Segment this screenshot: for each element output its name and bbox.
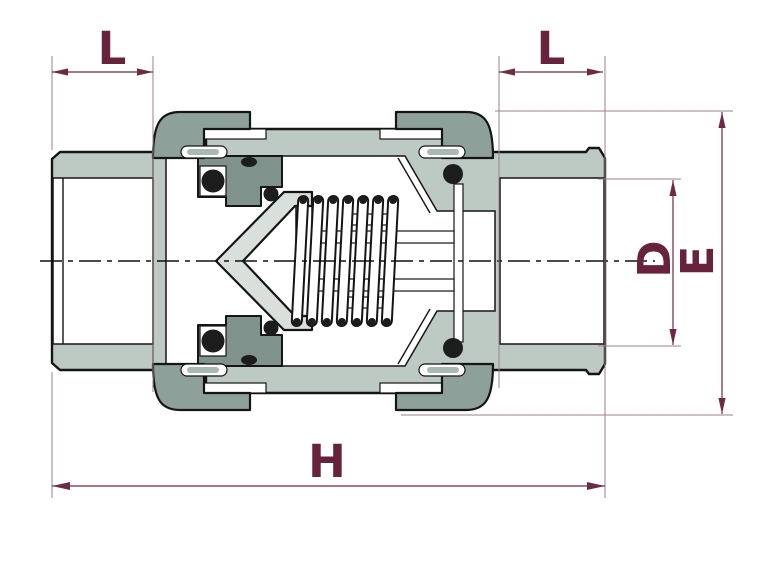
- arrow-icon: [137, 68, 153, 76]
- arrow-icon: [669, 329, 677, 345]
- o-ring: [241, 157, 257, 167]
- dim-label-h: H: [308, 435, 346, 488]
- o-ring: [443, 164, 463, 184]
- dimensions: L L D E H: [51, 22, 733, 498]
- arrow-icon: [669, 180, 677, 196]
- guide-end-plate: [453, 183, 464, 343]
- left-union-nut: [151, 110, 252, 160]
- spring-coil-end: [374, 196, 383, 204]
- right-union-nut: [394, 362, 495, 412]
- dim-label-d: D: [628, 240, 681, 277]
- valve-section: [40, 110, 655, 412]
- spring-coil-end: [367, 318, 376, 326]
- spring-coil-end: [329, 196, 338, 204]
- arrow-icon: [52, 482, 70, 490]
- o-ring: [241, 355, 257, 365]
- arrow-icon: [587, 68, 603, 76]
- spring-coil-end: [299, 196, 308, 204]
- left-union-nut: [151, 362, 252, 412]
- spring-coil-end: [337, 318, 346, 326]
- thread-slot: [379, 128, 443, 140]
- spring-coil-end: [359, 196, 368, 204]
- thread-slot: [379, 382, 443, 394]
- spring-coil-end: [307, 318, 316, 326]
- spring-coil-end: [352, 318, 361, 326]
- o-ring: [263, 186, 279, 202]
- arrow-icon: [499, 68, 515, 76]
- dim-label-l-right: L: [537, 22, 566, 75]
- arrow-icon: [587, 482, 605, 490]
- seat-funnel-edge-bottom: [397, 308, 431, 365]
- spring-coil-end: [314, 196, 323, 204]
- spring-coil-end: [292, 318, 301, 326]
- o-ring: [201, 169, 225, 193]
- dim-label-e: E: [671, 246, 724, 277]
- right-union-nut: [394, 110, 495, 160]
- arrow-icon: [718, 112, 726, 128]
- thread-slot: [203, 382, 267, 394]
- thread-slot: [203, 128, 267, 140]
- nut-thread-groove: [180, 145, 466, 377]
- spring-coil-end: [344, 196, 353, 204]
- arrow-icon: [52, 68, 68, 76]
- dim-label-l-left: L: [98, 22, 127, 75]
- spring-coil-end: [382, 318, 391, 326]
- arrow-icon: [718, 398, 726, 414]
- spring-coil-end: [322, 318, 331, 326]
- seat-funnel-edge-top: [397, 157, 431, 214]
- o-ring: [201, 329, 225, 353]
- o-ring: [263, 320, 279, 336]
- o-ring: [443, 338, 463, 358]
- spring-coil-end: [389, 196, 398, 204]
